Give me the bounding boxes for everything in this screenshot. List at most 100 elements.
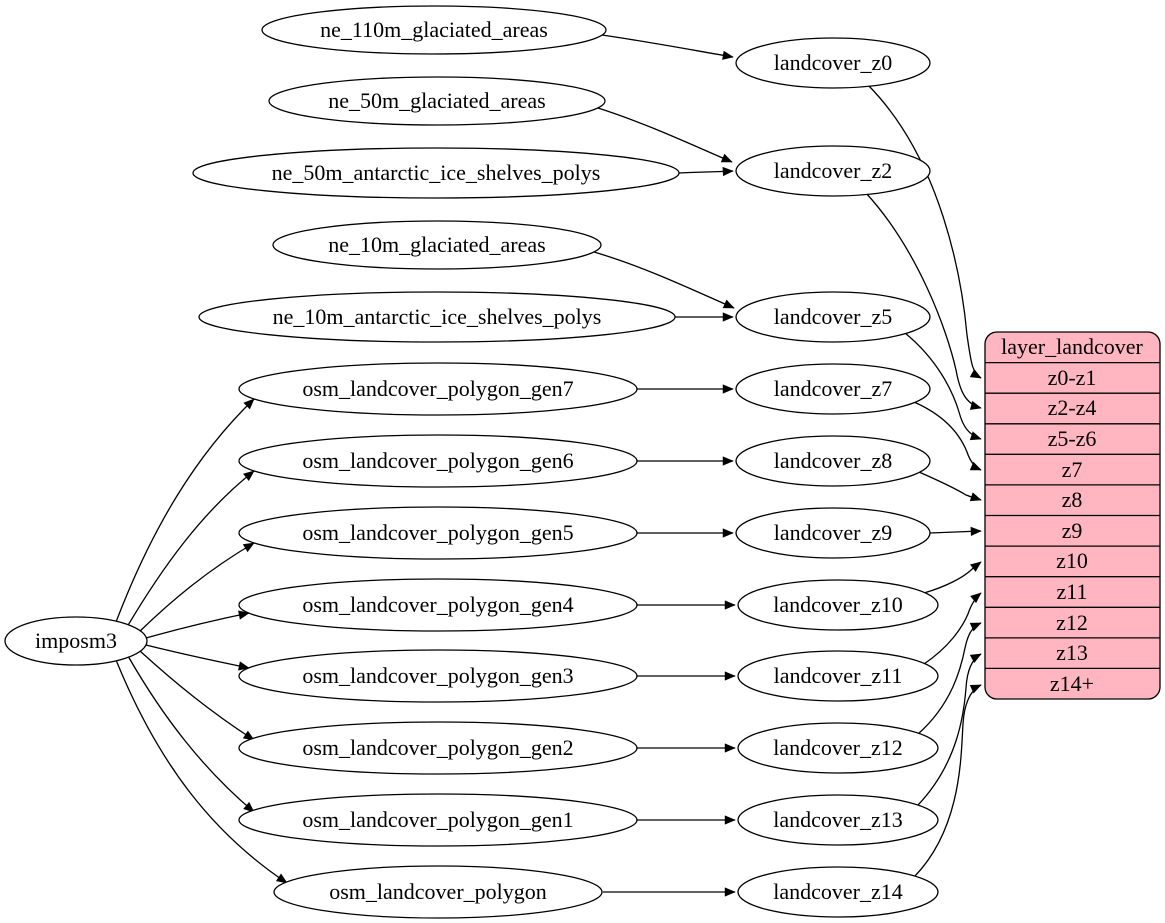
node-ellipse — [273, 865, 603, 919]
edge-ne110m-z0 — [601, 34, 734, 60]
table-row-z11: z11 — [1057, 579, 1088, 604]
node-label: osm_landcover_polygon — [329, 879, 547, 904]
table-row-z14plus: z14+ — [1050, 671, 1094, 696]
edge-imposm3-gen5 — [137, 542, 255, 634]
node-ne-50m-glaciated-areas: ne_50m_glaciated_areas — [268, 76, 606, 126]
node-label: osm_landcover_polygon_gen1 — [302, 807, 573, 832]
node-landcover-z2: landcover_z2 — [735, 145, 931, 197]
node-ellipse — [737, 579, 939, 631]
edges-group — [115, 34, 982, 897]
node-ellipse — [238, 362, 638, 416]
node-ellipse — [192, 147, 680, 199]
table-row-z5-z6: z5-z6 — [1048, 426, 1097, 451]
node-osm-landcover-polygon: osm_landcover_polygon — [273, 865, 603, 919]
table-row-z9: z9 — [1062, 518, 1083, 543]
node-landcover-z13: landcover_z13 — [737, 794, 939, 846]
table-row-z2-z4: z2-z4 — [1048, 395, 1097, 420]
table-row-z0-z1: z0-z1 — [1048, 365, 1097, 390]
node-ellipse — [737, 866, 939, 918]
node-ellipse — [238, 793, 638, 847]
table-row-z12: z12 — [1056, 610, 1088, 635]
edge-z12-row-z12 — [917, 622, 982, 735]
node-landcover-z10: landcover_z10 — [737, 579, 939, 631]
node-ellipse — [238, 434, 638, 488]
node-landcover-z8: landcover_z8 — [735, 435, 931, 487]
node-ne-50m-antarctic-ice-shelves-polys: ne_50m_antarctic_ice_shelves_polys — [192, 147, 680, 199]
node-label: osm_landcover_polygon_gen7 — [302, 376, 573, 401]
node-landcover-z11: landcover_z11 — [737, 650, 939, 702]
node-osm-landcover-polygon-gen4: osm_landcover_polygon_gen4 — [238, 578, 638, 632]
node-label: landcover_z10 — [773, 592, 903, 617]
node-ellipse — [261, 5, 607, 55]
edge-z14-row-z14plus — [914, 684, 982, 877]
edge-ne50m-ant-z2 — [678, 166, 734, 177]
node-ellipse — [238, 721, 638, 775]
edge-imposm3-polygon — [115, 659, 288, 884]
node-label: ne_10m_glaciated_areas — [328, 232, 545, 257]
node-ellipse — [735, 37, 931, 89]
node-landcover-z0: landcover_z0 — [735, 37, 931, 89]
edge-imposm3-gen4 — [145, 610, 250, 639]
node-label: landcover_z0 — [774, 50, 893, 75]
node-label: landcover_z7 — [774, 376, 893, 401]
node-osm-landcover-polygon-gen6: osm_landcover_polygon_gen6 — [238, 434, 638, 488]
node-imposm3: imposm3 — [4, 616, 148, 666]
node-osm-landcover-polygon-gen7: osm_landcover_polygon_gen7 — [238, 362, 638, 416]
edge-imposm3-gen1 — [127, 655, 255, 813]
node-landcover-z5: landcover_z5 — [735, 291, 931, 343]
node-ellipse — [737, 722, 939, 774]
node-ellipse — [268, 76, 606, 126]
node-label: osm_landcover_polygon_gen4 — [302, 592, 573, 617]
node-ellipse — [735, 291, 931, 343]
table-title: layer_landcover — [1001, 334, 1143, 359]
node-osm-landcover-polygon-gen5: osm_landcover_polygon_gen5 — [238, 506, 638, 560]
node-label: ne_10m_antarctic_ice_shelves_polys — [273, 304, 602, 329]
node-landcover-z7: landcover_z7 — [735, 363, 931, 415]
node-label: landcover_z11 — [774, 663, 903, 688]
node-label: osm_landcover_polygon_gen3 — [302, 663, 573, 688]
node-ellipse — [737, 794, 939, 846]
edge-imposm3-gen3 — [145, 644, 250, 671]
node-ellipse — [735, 145, 931, 197]
node-label: landcover_z12 — [773, 735, 903, 760]
node-ellipse — [238, 649, 638, 703]
node-ne-10m-antarctic-ice-shelves-polys: ne_10m_antarctic_ice_shelves_polys — [198, 291, 676, 343]
node-label: osm_landcover_polygon_gen6 — [302, 448, 573, 473]
node-label: landcover_z9 — [774, 520, 893, 545]
edge-ne50m-glac-z2 — [597, 107, 733, 163]
node-label: ne_50m_glaciated_areas — [328, 88, 545, 113]
edge-z8-row-z8 — [918, 471, 982, 502]
edge-ne10m-glac-z5 — [593, 251, 735, 309]
edge-z11-row-z11 — [923, 592, 982, 665]
node-label: landcover_z13 — [773, 807, 903, 832]
node-ne-110m-glaciated-areas: ne_110m_glaciated_areas — [261, 5, 607, 55]
node-osm-landcover-polygon-gen1: osm_landcover_polygon_gen1 — [238, 793, 638, 847]
node-label: landcover_z5 — [774, 304, 893, 329]
edge-z9-row-z9 — [929, 526, 982, 537]
node-ellipse — [737, 650, 939, 702]
node-landcover-z12: landcover_z12 — [737, 722, 939, 774]
edge-imposm3-gen2 — [139, 650, 255, 741]
table-row-z10: z10 — [1056, 548, 1088, 573]
edge-z7-row-z7 — [913, 401, 982, 471]
node-label: osm_landcover_polygon_gen5 — [302, 520, 573, 545]
node-ellipse — [272, 220, 602, 270]
node-label: osm_landcover_polygon_gen2 — [302, 735, 573, 760]
edge-z13-row-z13 — [917, 653, 982, 806]
node-ellipse — [238, 578, 638, 632]
edge-z10-row-z10 — [923, 561, 982, 594]
edge-z2-row-z2z4 — [865, 192, 982, 410]
node-osm-landcover-polygon-gen2: osm_landcover_polygon_gen2 — [238, 721, 638, 775]
table-layer-landcover: layer_landcover z0-z1 z2-z4 z5-z6 z7 z8 … — [984, 331, 1161, 700]
node-ne-10m-glaciated-areas: ne_10m_glaciated_areas — [272, 220, 602, 270]
node-ellipse — [238, 506, 638, 560]
node-label: landcover_z8 — [774, 448, 893, 473]
edge-z5-row-z5z6 — [904, 332, 982, 441]
node-label: ne_50m_antarctic_ice_shelves_polys — [272, 160, 601, 185]
node-ellipse — [735, 363, 931, 415]
nodes-group: imposm3 ne_110m_glaciated_areas ne_50m_g… — [4, 5, 939, 919]
node-osm-landcover-polygon-gen3: osm_landcover_polygon_gen3 — [238, 649, 638, 703]
node-ellipse — [735, 507, 931, 559]
